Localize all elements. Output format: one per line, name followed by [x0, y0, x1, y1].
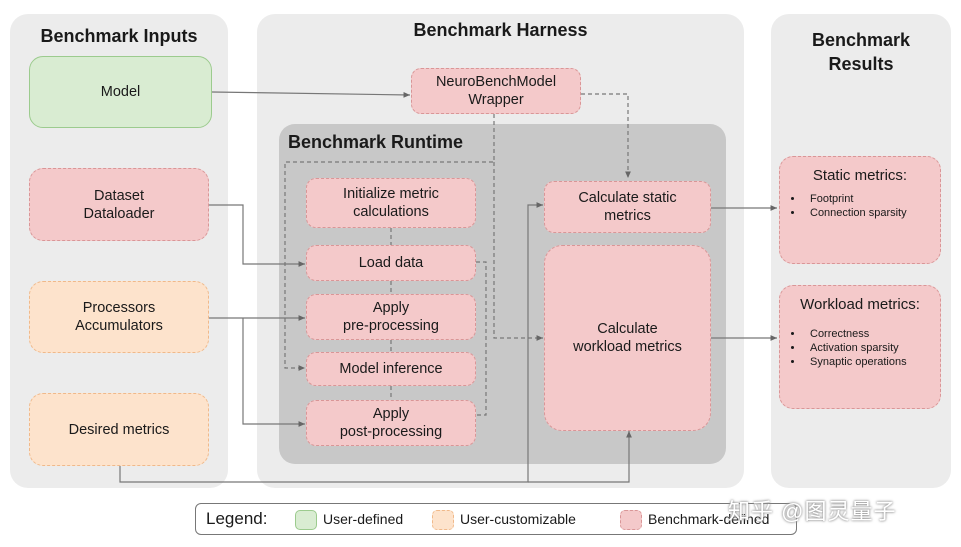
post-processing-box[interactable]: Apply post-processing	[306, 400, 476, 446]
static-metrics-list: Footprint Connection sparsity	[780, 192, 940, 220]
benchmark-runtime-title: Benchmark Runtime	[288, 132, 464, 152]
model-inference-box[interactable]: Model inference	[306, 352, 476, 386]
benchmark-inputs-title: Benchmark Inputs	[40, 26, 198, 46]
initialize-metric-box[interactable]: Initialize metric calculations	[306, 178, 476, 228]
calculate-workload-metrics-box[interactable]: Calculate workload metrics	[544, 245, 711, 431]
legend-label-user-customizable: User-customizable	[460, 511, 576, 527]
desired-metrics-box[interactable]: Desired metrics	[29, 393, 209, 466]
static-metrics-results-box: Static metrics: Footprint Connection spa…	[779, 156, 941, 264]
pre-processing-box[interactable]: Apply pre-processing	[306, 294, 476, 340]
load-data-box[interactable]: Load data	[306, 245, 476, 281]
legend-swatch-user-customizable	[432, 510, 454, 530]
workload-metrics-results-box: Workload metrics: Correctness Activation…	[779, 285, 941, 409]
neurobench-model-wrapper-box[interactable]: NeuroBenchModel Wrapper	[411, 68, 581, 114]
legend: Legend: User-defined User-customizable B…	[195, 503, 797, 535]
benchmark-harness-title: Benchmark Harness	[413, 20, 588, 40]
list-item: Activation sparsity	[804, 341, 940, 355]
legend-swatch-benchmark-defined	[620, 510, 642, 530]
legend-swatch-user-defined	[295, 510, 317, 530]
list-item: Synaptic operations	[804, 355, 940, 369]
benchmark-results-title: Benchmark Results	[811, 30, 911, 74]
legend-title: Legend:	[206, 509, 268, 528]
model-box[interactable]: Model	[29, 56, 212, 128]
calculate-static-metrics-box[interactable]: Calculate static metrics	[544, 181, 711, 233]
dataset-dataloader-box[interactable]: Dataset Dataloader	[29, 168, 209, 241]
list-item: Footprint	[804, 192, 940, 206]
legend-label-user-defined: User-defined	[323, 511, 404, 527]
processors-accumulators-box[interactable]: Processors Accumulators	[29, 281, 209, 353]
list-item: Correctness	[804, 327, 940, 341]
workload-metrics-list: Correctness Activation sparsity Synaptic…	[780, 327, 940, 369]
watermark: 知乎 @图灵量子	[728, 499, 897, 524]
workload-metrics-title: Workload metrics:	[800, 296, 920, 313]
static-metrics-title: Static metrics:	[812, 167, 908, 184]
legend-label-benchmark-defined: Benchmark-defined	[648, 511, 770, 527]
list-item: Connection sparsity	[804, 206, 940, 220]
